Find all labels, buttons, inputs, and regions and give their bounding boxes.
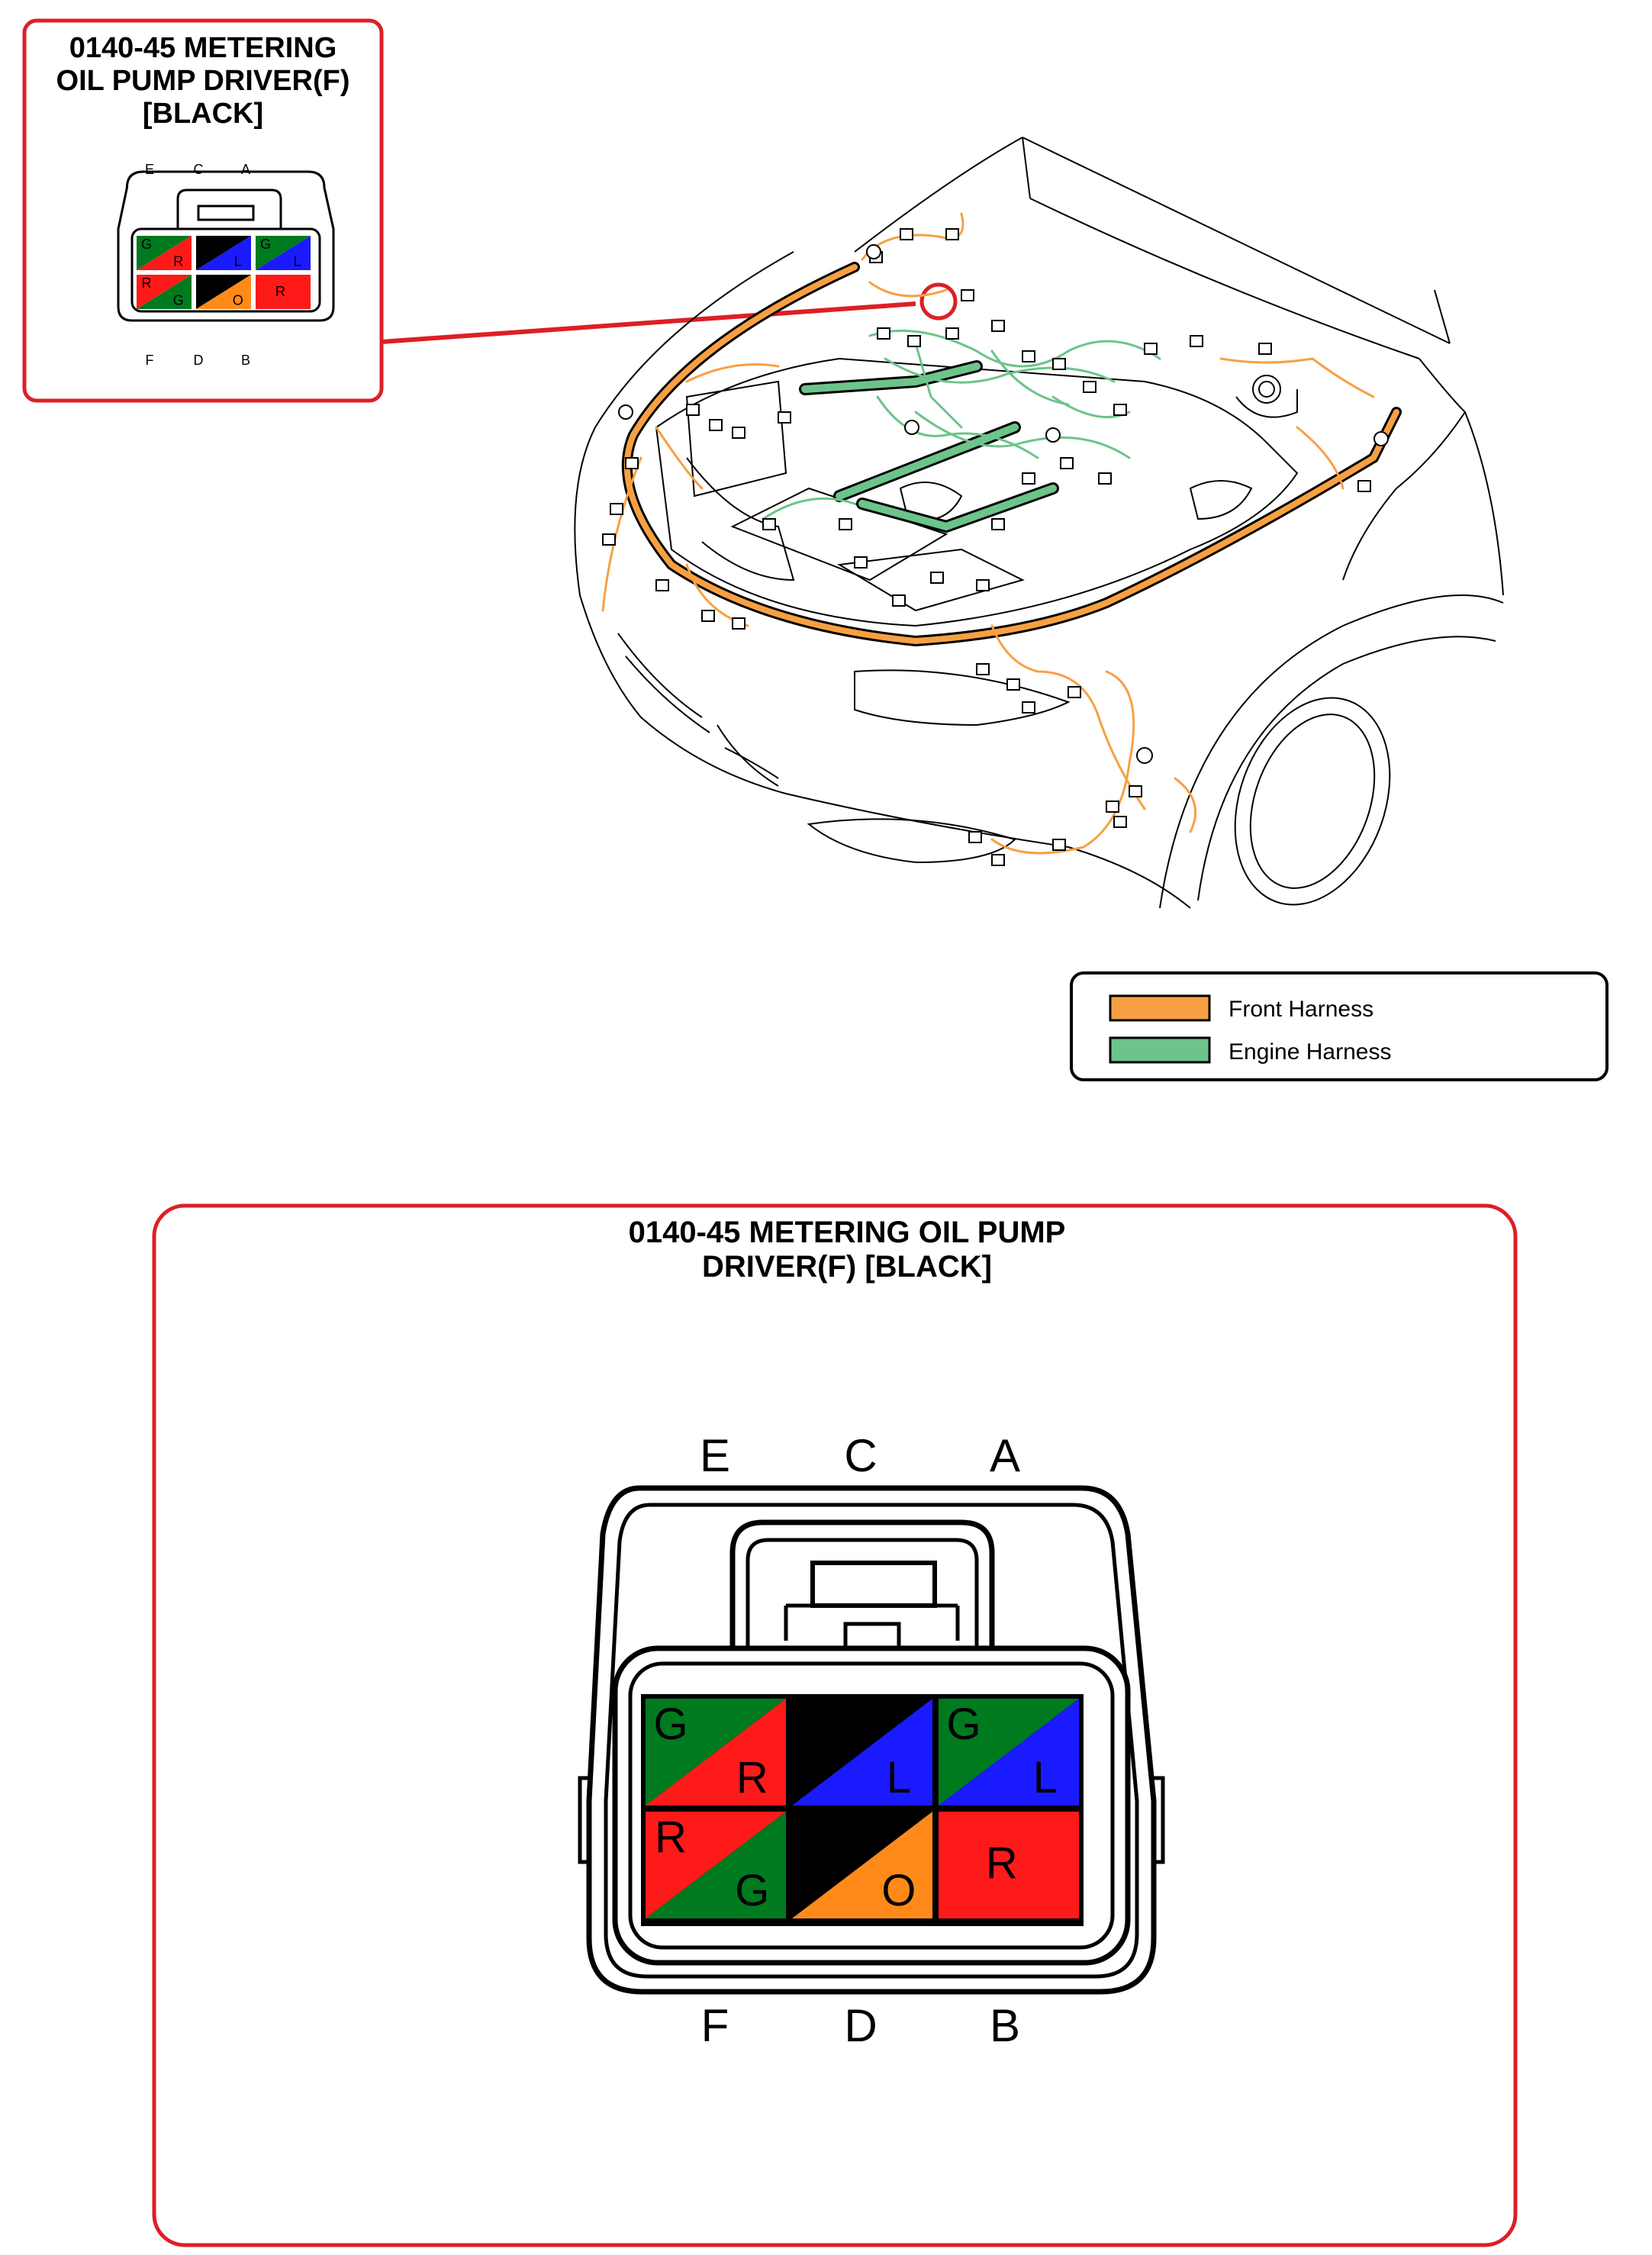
cavity-b: R xyxy=(939,1812,1079,1918)
inset-wire-color-c-base: B xyxy=(201,237,211,252)
engine-harness xyxy=(762,329,1161,533)
wire-color-a-base: G xyxy=(947,1699,981,1749)
legend-swatch-front-harness xyxy=(1109,994,1211,1022)
connector-side-step-left xyxy=(578,1776,589,1864)
main-title-line1: 0140-45 METERING OIL PUMP xyxy=(629,1216,1066,1249)
inset-wire-color-e-base: G xyxy=(141,237,152,252)
pin-label-e: E xyxy=(700,1430,730,1481)
inset-pin-label-c: C xyxy=(194,162,204,177)
connector-side-step-right xyxy=(1154,1776,1165,1864)
inset-cavity-b: R xyxy=(256,275,311,309)
wire-color-f-base: R xyxy=(655,1812,687,1862)
connector-latch-inner xyxy=(745,1538,979,1648)
wire-color-c-stripe: L xyxy=(887,1753,911,1802)
wire-color-c-base: B xyxy=(803,1699,832,1749)
wire-color-d-stripe: O xyxy=(881,1866,916,1915)
cavity-f-stripe-color xyxy=(646,1812,786,1918)
inset-wire-color-f-base: R xyxy=(141,275,151,291)
inset-wire-color-a-stripe: L xyxy=(294,254,301,269)
callout-leader-line xyxy=(381,301,916,344)
inset-title-line1: 0140-45 METERING xyxy=(69,32,337,64)
inset-cavity-d-stripe-color xyxy=(196,275,251,309)
inset-cavity-f-stripe-color xyxy=(137,275,192,309)
inset-wire-color-b: R xyxy=(275,284,285,299)
harness-connectors xyxy=(602,228,1389,866)
inset-cavity-a: GL xyxy=(256,236,311,270)
cavity-b-fill xyxy=(939,1812,1079,1918)
inset-cavity-b-fill xyxy=(256,275,311,309)
wire-color-d-base: B xyxy=(803,1812,832,1862)
inset-cavity-d: BO xyxy=(196,275,251,309)
legend-label-engine-harness: Engine Harness xyxy=(1229,1039,1391,1065)
legend-label-front-harness: Front Harness xyxy=(1229,997,1373,1022)
inset-cavity-a-stripe-color xyxy=(256,236,311,270)
inset-wire-color-d-stripe: O xyxy=(233,293,243,308)
inset-wire-color-f-stripe: G xyxy=(173,293,184,308)
cavity-d-stripe-color xyxy=(792,1812,932,1918)
inset-pin-label-d: D xyxy=(194,353,204,368)
inset-cavity-f: RG xyxy=(137,275,192,309)
cavity-f: RG xyxy=(646,1812,786,1918)
connector-latch-tab xyxy=(810,1561,937,1608)
pin-label-c: C xyxy=(844,1430,877,1481)
legend-swatch-engine-harness xyxy=(1109,1036,1211,1064)
main-title-line2: DRIVER(F) [BLACK] xyxy=(702,1250,992,1284)
inset-pin-label-a: A xyxy=(241,162,250,177)
pin-label-b: B xyxy=(990,2000,1020,2051)
legend-item-front-harness: Front Harness xyxy=(1109,994,1373,1022)
car-illustration xyxy=(574,137,1504,909)
wire-color-b: R xyxy=(986,1838,1018,1888)
cavity-a: GL xyxy=(939,1699,1079,1806)
pin-label-f: F xyxy=(701,2000,729,2051)
cavity-c-stripe-color xyxy=(792,1699,932,1806)
inset-pin-label-b: B xyxy=(241,353,250,368)
inset-title-line3: [BLACK] xyxy=(143,98,263,130)
inset-cavity-c: BL xyxy=(196,236,251,270)
inset-pin-label-f: F xyxy=(146,353,154,368)
callout-target-circle xyxy=(919,282,958,321)
wire-color-f-stripe: G xyxy=(735,1866,769,1915)
connector-housing-inner xyxy=(604,1503,1139,1979)
front-harness xyxy=(601,212,1402,855)
wire-color-a-stripe: L xyxy=(1033,1753,1058,1802)
cavity-c: BL xyxy=(792,1699,932,1806)
inset-cavity-e-stripe-color xyxy=(137,236,192,270)
inset-cavity-e: GR xyxy=(137,236,192,270)
cavity-e-stripe-color xyxy=(646,1699,786,1806)
legend-item-engine-harness: Engine Harness xyxy=(1109,1036,1391,1065)
cavity-e: GR xyxy=(646,1699,786,1806)
inset-wire-color-e-stripe: R xyxy=(173,254,183,269)
inset-pin-label-e: E xyxy=(145,162,154,177)
wire-color-e-base: G xyxy=(654,1699,688,1749)
inset-title-line2: OIL PUMP DRIVER(F) xyxy=(56,65,350,97)
inset-wire-color-a-base: G xyxy=(260,237,271,252)
inset-cavity-c-stripe-color xyxy=(196,236,251,270)
pin-label-d: D xyxy=(844,2000,877,2051)
inset-wire-color-d-base: B xyxy=(201,275,211,291)
cavity-d: BO xyxy=(792,1812,932,1918)
connector-latch-tab-base xyxy=(784,1603,960,1641)
pin-label-a: A xyxy=(990,1430,1020,1481)
wire-color-e-stripe: R xyxy=(736,1753,768,1802)
inset-wire-color-c-stripe: L xyxy=(234,254,242,269)
inset-cavity-a-base-color xyxy=(256,236,311,270)
cavity-a-stripe-color xyxy=(939,1699,1079,1806)
